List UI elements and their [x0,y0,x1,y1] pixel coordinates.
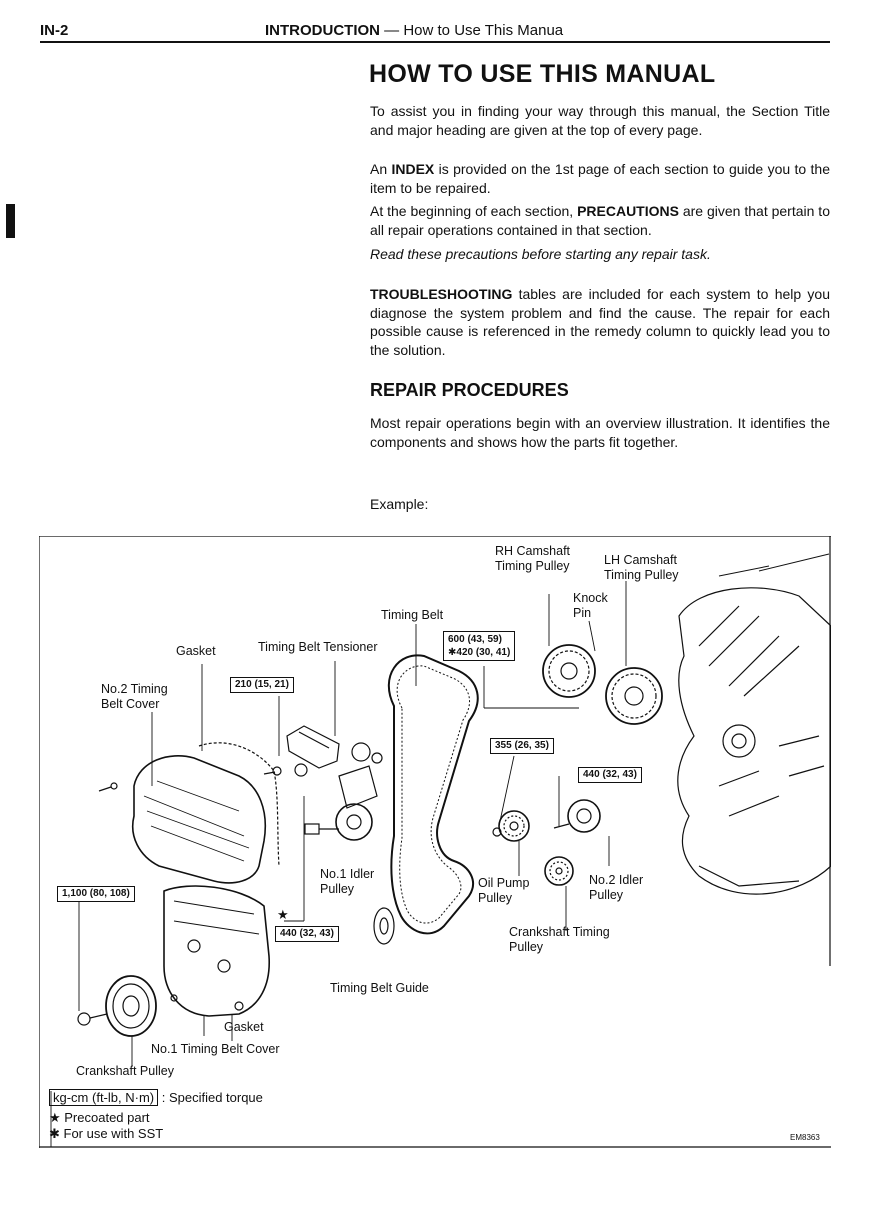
legend-precoated: ★ Precoated part [49,1110,150,1125]
no1-idler-pulley-icon [304,742,383,841]
label-lh-timing-pulley: Timing Pulley [604,568,679,582]
intro-paragraph: To assist you in finding your way throug… [370,103,830,138]
crankshaft-pulley-icon [77,975,178,1037]
trouble-keyword: TROUBLESHOOTING [370,286,513,302]
label-no2-idler-line1: No.2 Idler [589,873,644,887]
section-tab-marker [6,204,15,238]
repair-paragraph: Most repair operations begin with an ove… [370,415,830,450]
index-paragraph: An INDEX is provided on the 1st page of … [370,160,830,197]
label-belt-guide: Timing Belt Guide [330,981,429,995]
torque-box-600-420: 600 (43, 59) ✱420 (30, 41) [443,631,516,661]
label-no2-idler-line2: Pulley [589,888,624,902]
label-knock: Knock [573,591,608,605]
header-separator: — [384,22,400,39]
label-no1-idler-line2: Pulley [320,882,355,896]
header-subtitle: How to Use This Manua [403,22,564,39]
diagram-legend: kg-cm (ft-lb, N·m) : Specified torque ★ … [49,1089,263,1142]
header-rule [40,41,830,43]
index-prefix: An [370,161,392,177]
no2-idler-pulley-icon [553,799,601,833]
label-no1-cover: No.1 Timing Belt Cover [151,1042,280,1056]
label-gasket-bottom: Gasket [224,1020,264,1034]
torque-420: ✱420 (30, 41) [448,647,511,658]
leader-lines [50,581,627,1147]
label-rh-timing-pulley: Timing Pulley [495,559,570,573]
lh-camshaft-pulley-icon [605,667,663,725]
precautions-paragraph: At the beginning of each section, PRECAU… [370,202,830,239]
crankshaft-timing-pulley-icon [544,856,574,886]
timing-belt-icon [387,654,479,935]
diagram-artwork [39,536,831,1148]
read-precautions-note: Read these precautions before starting a… [370,246,711,262]
figure-code: EM8363 [790,1133,820,1142]
label-oil-pump-line2: Pulley [478,891,513,905]
label-crank-timing-line1: Crankshaft Timing [509,925,610,939]
header-section-title: INTRODUCTION [265,22,380,39]
label-rh-camshaft: RH Camshaft [495,544,571,558]
torque-355: 355 (26, 35) [490,738,554,754]
label-lh-camshaft: LH Camshaft [604,553,677,567]
running-header: INTRODUCTION — How to Use This Manua [265,22,563,39]
legend-unit-box: kg-cm (ft-lb, N·m) [49,1089,159,1106]
torque-210: 210 (15, 21) [230,677,294,693]
label-tensioner: Timing Belt Tensioner [258,640,378,654]
label-timing-belt: Timing Belt [381,608,444,622]
prec-keyword: PRECAUTIONS [577,203,679,219]
torque-440-left: 440 (32, 43) [275,926,339,942]
tensioner-icon [263,725,340,777]
oil-pump-pulley-icon [492,810,530,842]
trouble-rest: tables are included for each system to h… [370,286,830,358]
rh-camshaft-pulley-icon [542,644,596,698]
label-crank-pulley: Crankshaft Pulley [76,1064,174,1078]
torque-600: 600 (43, 59) [448,634,502,645]
page-title: HOW TO USE THIS MANUAL [369,60,716,88]
prec-rest: are given that pertain to all repair ope… [370,203,830,238]
index-keyword: INDEX [391,161,435,177]
precoated-star: ★ [277,907,289,922]
legend-torque-row: kg-cm (ft-lb, N·m) : Specified torque [49,1089,263,1106]
prec-prefix: At the beginning of each section, [370,203,578,219]
no1-timing-belt-cover-icon [163,885,270,1017]
label-no2-cover-line1: No.2 Timing [101,682,168,696]
legend-sst: ✱ For use with SST [49,1126,164,1141]
index-rest: is provided on the 1st page of each sect… [370,161,830,196]
label-no1-idler-line1: No.1 Idler [320,867,375,881]
repair-procedures-heading: REPAIR PROCEDURES [370,380,569,400]
label-oil-pump-line1: Oil Pump [478,876,530,890]
label-gasket-top: Gasket [176,644,216,658]
label-crank-timing-line2: Pulley [509,940,544,954]
label-no2-cover-line2: Belt Cover [101,697,160,711]
troubleshooting-paragraph: TROUBLESHOOTING tables are included for … [370,285,830,359]
torque-440-right: 440 (32, 43) [578,767,642,783]
legend-unit-text: : Specified torque [158,1090,263,1105]
timing-belt-diagram: RH Camshaft Timing Pulley LH Camshaft Ti… [39,536,831,1148]
no2-timing-belt-cover-icon [98,742,280,884]
label-pin: Pin [573,606,592,620]
section-code: IN-2 [40,22,69,39]
example-label: Example: [370,496,429,512]
torque-1100: 1,100 (80, 108) [57,886,135,902]
engine-block-icon [677,553,831,895]
timing-belt-guide-icon [373,907,395,945]
